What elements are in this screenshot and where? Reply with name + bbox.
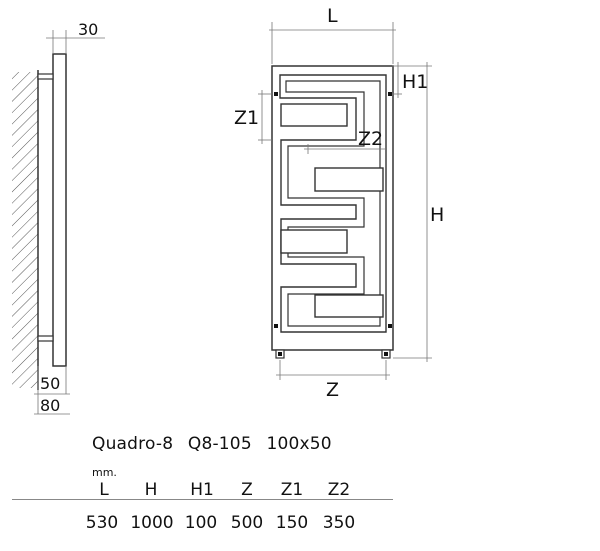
value-l: 530 <box>85 513 119 533</box>
fixing-dot <box>388 92 392 96</box>
model-name: Quadro-8 <box>92 434 174 454</box>
window-2 <box>314 167 384 192</box>
value-h: 1000 <box>130 513 174 533</box>
spec-section: Quadro-8 Q8-105 100x50 mm. L H H1 Z Z1 Z… <box>0 420 600 551</box>
z-label: Z <box>326 379 339 401</box>
wall-distance-label: 80 <box>40 396 60 415</box>
bracket-offset-label: 50 <box>40 374 60 393</box>
value-z2: 350 <box>322 513 356 533</box>
window-3 <box>280 229 348 254</box>
front-view: L H1 H Z Z1 Z2 <box>234 5 444 401</box>
window-1 <box>280 103 348 127</box>
header-z: Z <box>241 480 253 500</box>
top-bracket <box>37 73 54 80</box>
bottom-bracket <box>37 335 54 342</box>
fixing-dot <box>274 92 278 96</box>
h1-label: H1 <box>402 71 428 93</box>
value-z: 500 <box>230 513 264 533</box>
serpentine-tube-inner <box>285 80 381 327</box>
depth-top-label: 30 <box>78 20 98 39</box>
header-z1: Z1 <box>280 480 304 500</box>
z1-label: Z1 <box>234 107 259 129</box>
radiator-side-body <box>52 53 67 367</box>
value-h1: 100 <box>184 513 218 533</box>
model-code: Q8-105 <box>187 434 252 454</box>
z2-label: Z2 <box>358 128 383 150</box>
height-label: H <box>430 204 444 226</box>
header-l: L <box>99 480 109 500</box>
unit-label: mm. <box>92 466 117 479</box>
serpentine-tube-outer <box>279 74 387 333</box>
header-h1: H1 <box>190 480 214 500</box>
wall-hatching <box>12 72 38 388</box>
table-rule <box>12 499 393 500</box>
technical-drawing: 30 50 80 L <box>12 5 444 415</box>
window-4 <box>314 294 384 318</box>
side-view: 30 50 80 <box>12 20 105 415</box>
model-size: 100x50 <box>266 434 332 454</box>
fixing-dot <box>388 324 392 328</box>
model-title: Quadro-8 Q8-105 100x50 <box>92 434 341 454</box>
header-z2: Z2 <box>327 480 351 500</box>
width-label: L <box>327 5 338 27</box>
value-z1: 150 <box>275 513 309 533</box>
fixing-dot <box>274 324 278 328</box>
header-h: H <box>144 480 158 500</box>
